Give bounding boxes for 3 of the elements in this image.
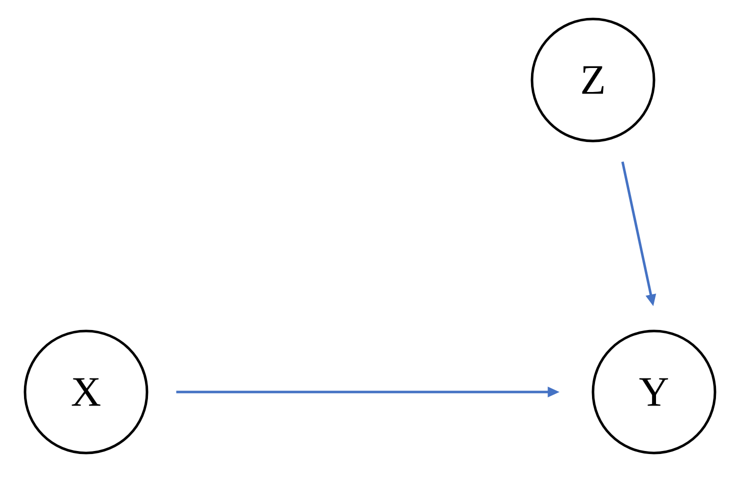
circle-node: Z (530, 18, 656, 142)
circle-node: Y (592, 330, 716, 454)
circle-node: X (24, 330, 148, 454)
